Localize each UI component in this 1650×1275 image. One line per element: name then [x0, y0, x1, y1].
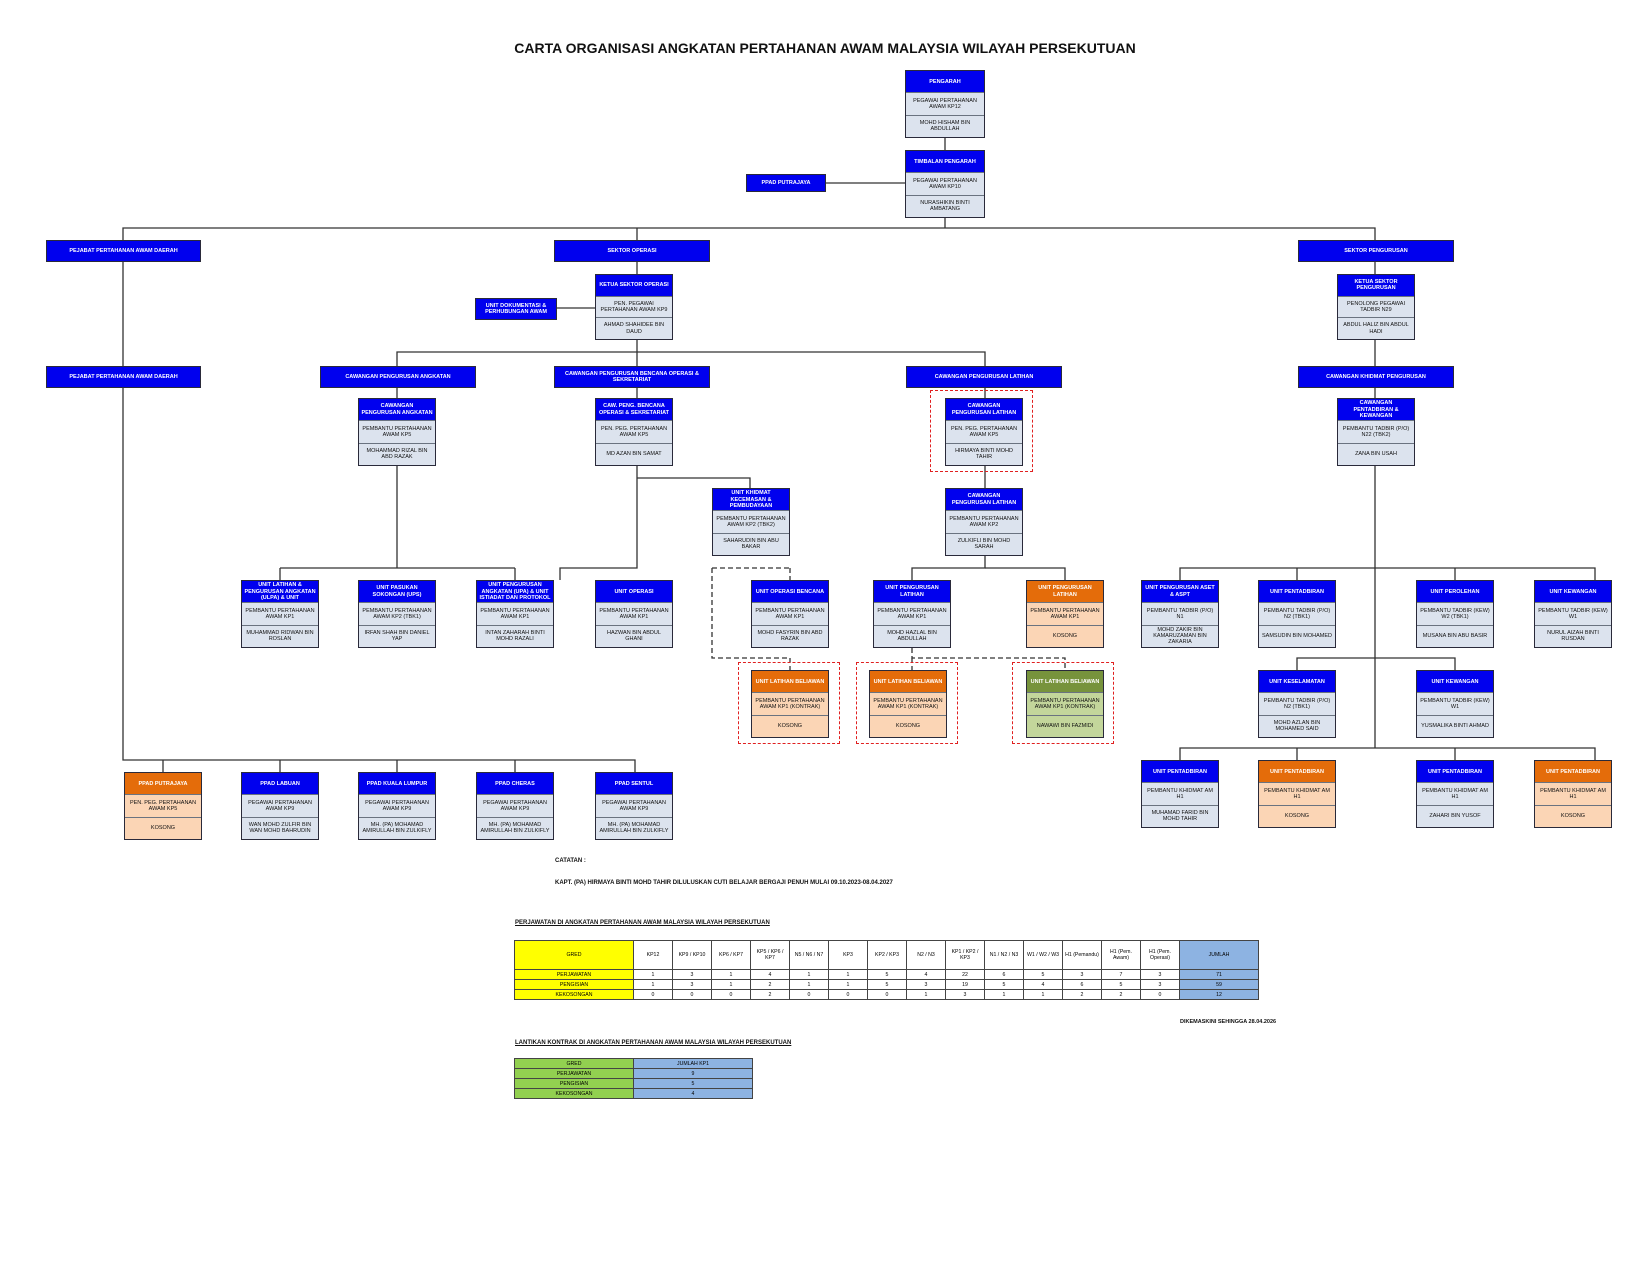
highlight-frame [856, 662, 958, 744]
pejabat-daerah-bar-2: PEJABAT PERTAHANAN AWAM DAERAH [46, 366, 201, 388]
sektor-operasi-bar: SEKTOR OPERASI [554, 240, 710, 262]
table-header: H1 (Pem. Operasi) [1140, 940, 1180, 970]
highlight-frame [930, 390, 1033, 472]
page-title: CARTA ORGANISASI ANGKATAN PERTAHANAN AWA… [514, 40, 1136, 56]
table-header: KP1 / KP2 / KP3 [945, 940, 985, 970]
highlight-frame [1012, 662, 1114, 744]
catatan-text: KAPT. (PA) HIRMAYA BINTI MOHD TAHIR DILU… [555, 880, 893, 886]
org-box-unit-pengurusan-angkatan: UNIT PENGURUSAN ANGKATAN (UPA) & UNIT IS… [476, 580, 554, 648]
cawangan-bencana-bar: CAWANGAN PENGURUSAN BENCANA OPERASI & SE… [554, 366, 710, 388]
kontrak-table-title: LANTIKAN KONTRAK DI ANGKATAN PERTAHANAN … [515, 1040, 792, 1046]
table-header: N1 / N2 / N3 [984, 940, 1024, 970]
cawangan-khidmat-bar: CAWANGAN KHIDMAT PENGURUSAN [1298, 366, 1454, 388]
table-header: KP12 [633, 940, 673, 970]
table-header: KP5 / KP6 / KP7 [750, 940, 790, 970]
highlight-frame [738, 662, 840, 744]
perjawatan-table-title: PERJAWATAN DI ANGKATAN PERTAHANAN AWAM M… [515, 920, 770, 926]
sektor-pengurusan-bar: SEKTOR PENGURUSAN [1298, 240, 1454, 262]
cawangan-angkatan-bar: CAWANGAN PENGURUSAN ANGKATAN [320, 366, 476, 388]
ppad-putrajaya-bar: PPAD PUTRAJAYA [746, 174, 826, 192]
table-header: KP6 / KP7 [711, 940, 751, 970]
perjawatan-table: GRED KP12 KP9 / KP10 KP6 / KP7 KP5 / KP6… [514, 940, 1259, 1000]
org-box-unit-pasukan-sokongan: UNIT PASUKAN SOKONGAN (UPS)PEMBANTU PERT… [358, 580, 436, 648]
dikemaskini-note: DIKEMASKINI SEHINGGA 28.04.2026 [1180, 1019, 1277, 1025]
table-header: H1 (Pemandu) [1062, 940, 1102, 970]
table-header: H1 (Pem. Awam) [1101, 940, 1141, 970]
table-header: JUMLAH KP1 [633, 1058, 753, 1069]
catatan-label: CATATAN : [555, 858, 586, 864]
table-header: KP2 / KP3 [867, 940, 907, 970]
org-box-unit-latihan-angkatan: UNIT LATIHAN & PENGURUSAN ANGKATAN (ULPA… [241, 580, 319, 648]
table-header: JUMLAH [1179, 940, 1259, 970]
org-box-cawangan-bencana: CAW. PENG. BENCANA OPERASI & SEKRETARIAT… [595, 398, 673, 466]
table-header: N5 / N6 / N7 [789, 940, 829, 970]
table-header: N2 / N3 [906, 940, 946, 970]
pejabat-daerah-bar-1: PEJABAT PERTAHANAN AWAM DAERAH [46, 240, 201, 262]
unit-dokumentasi-bar: UNIT DOKUMENTASI & PERHUBUNGAN AWAM [475, 298, 557, 320]
table-header: KP3 [828, 940, 868, 970]
cawangan-latihan-bar: CAWANGAN PENGURUSAN LATIHAN [906, 366, 1062, 388]
table-header: KP9 / KP10 [672, 940, 712, 970]
table-header: GRED [514, 1058, 634, 1069]
table-header: GRED [514, 940, 634, 970]
table-header: W1 / W2 / W3 [1023, 940, 1063, 970]
